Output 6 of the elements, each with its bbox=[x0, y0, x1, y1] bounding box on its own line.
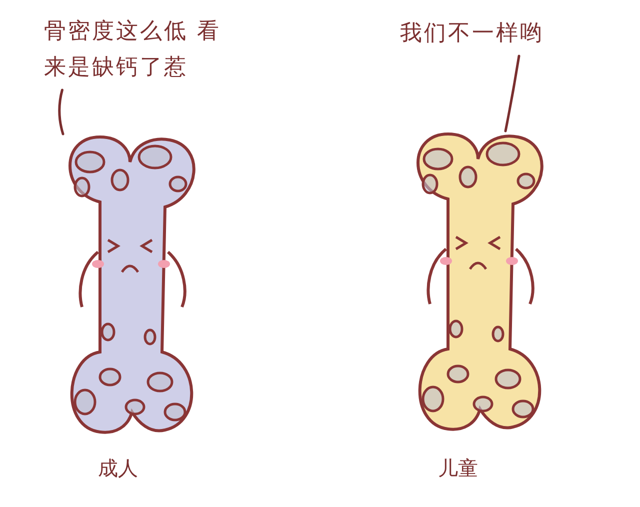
bone-label: 成人 bbox=[97, 455, 139, 482]
leader-line bbox=[504, 54, 520, 132]
speech-text: 我们不一样哟 bbox=[400, 16, 570, 52]
leader-line bbox=[58, 88, 64, 136]
bone-label: 儿童 bbox=[437, 455, 479, 482]
speech-text: 骨密度这么低 看来是缺钙了惹 bbox=[44, 14, 226, 86]
